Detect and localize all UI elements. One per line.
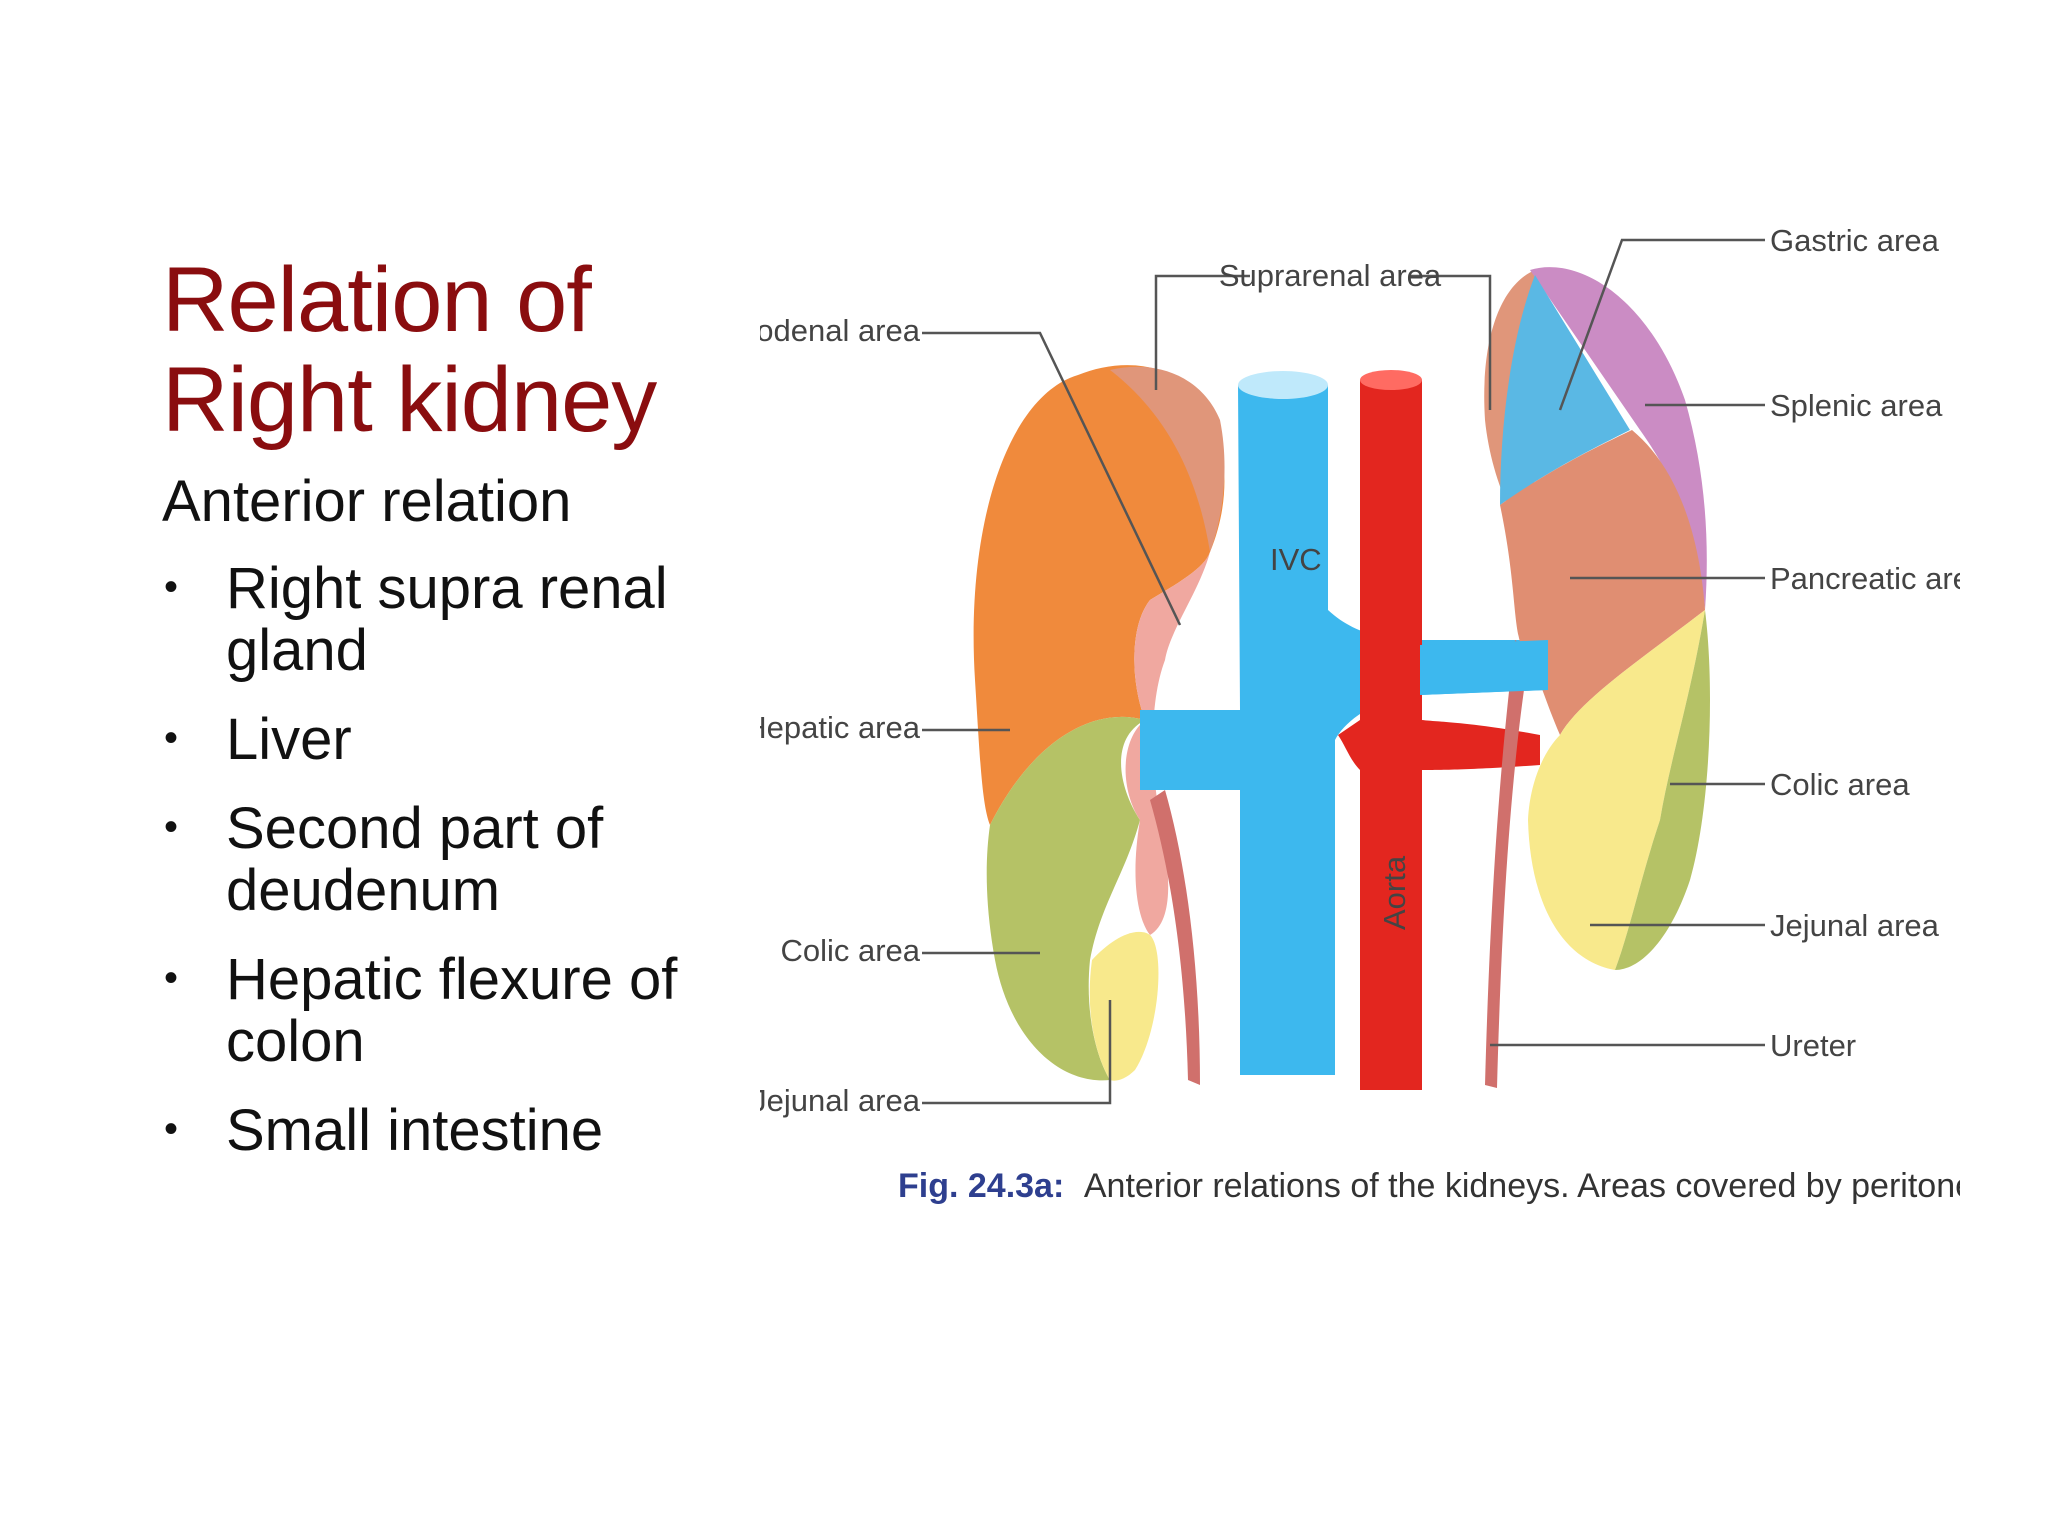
caption-text: Anterior relations of the kidneys. Areas… (1084, 1167, 1960, 1205)
label-gastric-area: Gastric area (1770, 223, 1940, 258)
caption-figure-number: Fig. 24.3a: (898, 1167, 1064, 1205)
ureter-right (1485, 640, 1530, 1088)
figure-caption: Fig. 24.3a: Anterior relations of the ki… (898, 1167, 1960, 1205)
bullet-icon: • (164, 956, 179, 1000)
slide-title: Relation of Right kidney (162, 249, 657, 451)
left-kidney (1420, 267, 1710, 1088)
label-suprarenal-area: Suprarenal area (1219, 258, 1442, 293)
list-item-text: Liver (226, 707, 352, 772)
list-item-text: Small intestine (226, 1098, 604, 1163)
splenic-area-region (1530, 267, 1707, 610)
list-item: • Hepatic flexure of colon (162, 949, 722, 1073)
list-item-text: Second part of deudenum (226, 796, 604, 923)
list-item-text: Hepatic flexure of colon (226, 947, 678, 1074)
list-item: • Right supra renal gland (162, 558, 722, 682)
label-duodenal-area: Duodenal area (760, 313, 921, 348)
list-item: • Second part of deudenum (162, 798, 722, 922)
jejunal-area-left-region (1089, 931, 1159, 1081)
hepatic-area-region (973, 365, 1225, 825)
duodenal-area-region (1125, 552, 1210, 935)
colic-area-region (986, 716, 1145, 1081)
kidney-anterior-relations-figure: IVC Aorta (760, 223, 1960, 1205)
pancreatic-area-region (1500, 430, 1705, 735)
suprarenal-area-left-region (1110, 366, 1225, 552)
label-colic-area-right: Colic area (1770, 767, 1910, 802)
label-colic-area-left: Colic area (780, 933, 920, 968)
leader-lines (922, 238, 1765, 1105)
bullet-icon: • (164, 565, 179, 609)
gastric-area-region (1500, 275, 1630, 505)
ivc-vessel: IVC (1140, 371, 1545, 1075)
bullet-icon: • (164, 1107, 179, 1151)
aorta-label: Aorta (1377, 855, 1412, 930)
label-splenic-area: Splenic area (1770, 388, 1943, 423)
jejunal-area-right-region (1528, 610, 1705, 970)
bullet-icon: • (164, 716, 179, 760)
label-ureter: Ureter (1770, 1028, 1856, 1063)
list-item: • Small intestine (162, 1100, 722, 1162)
list-item: • Liver (162, 709, 722, 771)
colic-area-right-region (1615, 610, 1710, 970)
label-hepatic-area: Hepatic area (760, 710, 921, 745)
slide-subtitle: Anterior relation (162, 469, 572, 534)
ivc-label: IVC (1270, 542, 1322, 577)
renal-vein-left (1420, 640, 1548, 695)
right-kidney (973, 365, 1225, 1085)
list-item-text: Right supra renal gland (226, 556, 668, 683)
bullet-list: • Right supra renal gland • Liver • Second … (162, 558, 722, 1189)
label-jejunal-area-right: Jejunal area (1770, 908, 1940, 943)
aorta-vessel: Aorta (1338, 370, 1540, 1090)
ureter-left (1150, 790, 1200, 1085)
label-jejunal-area-left: Jejunal area (760, 1083, 921, 1118)
label-pancreatic-area: Pancreatic area (1770, 561, 1960, 596)
bullet-icon: • (164, 805, 179, 849)
